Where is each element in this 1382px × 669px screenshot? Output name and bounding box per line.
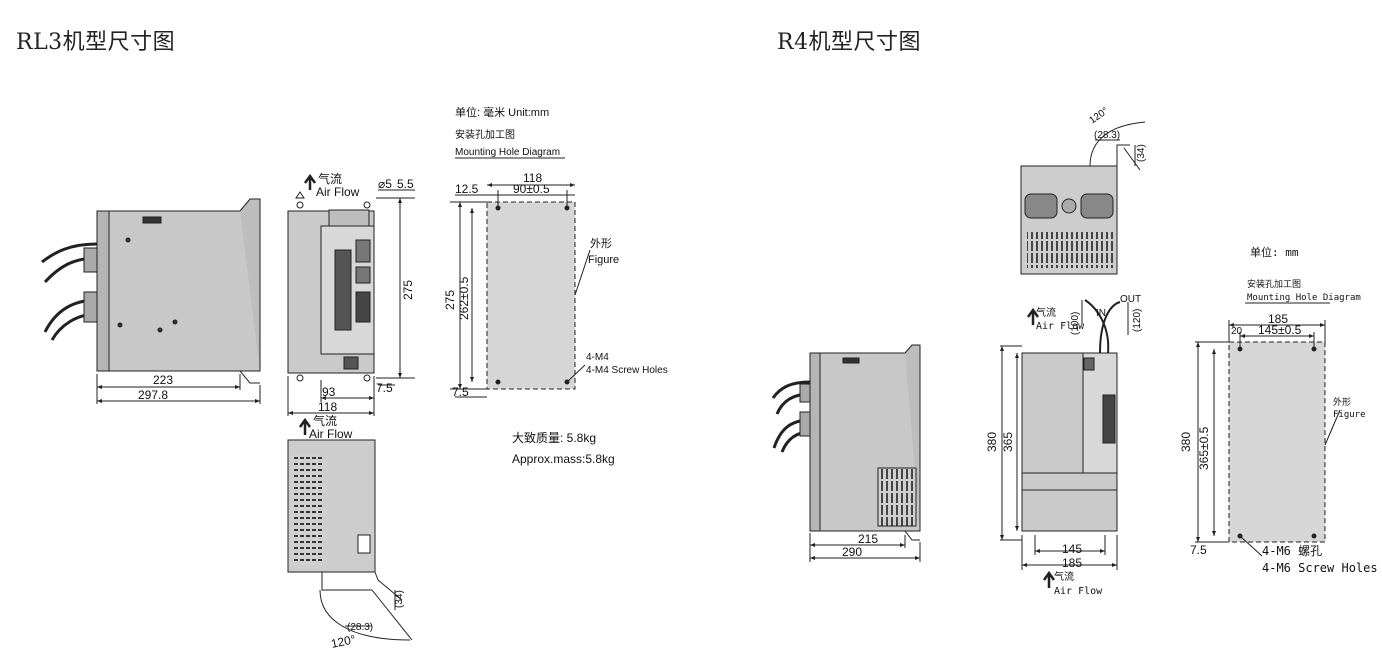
- r4-top-view: [1020, 121, 1146, 275]
- r4-side-view: [771, 344, 921, 562]
- rl3-airflow-arrow-icon: [303, 173, 317, 190]
- rl3-unit: 单位: 毫米 Unit:mm: [455, 105, 549, 119]
- r4-cable-in: (100): [1070, 312, 1081, 335]
- r4-side-total: 290: [842, 545, 862, 559]
- rl3-mount-bottom: 7.5: [452, 385, 469, 399]
- rl3-bottom-view: [287, 439, 413, 641]
- r4-airflow-en-2: Air Flow: [1054, 586, 1103, 597]
- rl3-cable-len: (28.3): [347, 622, 373, 633]
- rl3-cable-h: (34): [394, 590, 405, 608]
- rl3-hole-offset: 5.5: [397, 177, 414, 191]
- r4-front-pitch-v: 365: [1001, 432, 1015, 452]
- r4-top-cable: (28.3): [1094, 130, 1120, 141]
- r4-cable-out: (120): [1132, 309, 1143, 332]
- rl3-front-width: 93: [322, 385, 336, 399]
- rl3-figure-en: Figure: [588, 254, 619, 266]
- r4-side-depth: 215: [858, 532, 878, 546]
- rl3-mount-pitch-v: 262±0.5: [457, 276, 471, 320]
- r4-figure-cn: 外形: [1333, 396, 1351, 408]
- r4-front-height: 380: [985, 432, 999, 452]
- rl3-front-total: 118: [318, 400, 337, 414]
- r4-airflow-en: Air Flow: [1036, 321, 1085, 332]
- rl3-front-dimensions: [287, 189, 415, 416]
- r4-mount-height: 380: [1179, 432, 1193, 452]
- rl3-bottom-offset: 7.5: [376, 381, 393, 395]
- r4-top-h: (34): [1136, 144, 1147, 162]
- rl3-front-view: [287, 191, 375, 382]
- rl3-side-view: [41, 198, 261, 384]
- r4-airflow-arrow-icon: [1026, 307, 1040, 325]
- r4-mount-pitch-v: 365±0.5: [1197, 426, 1211, 470]
- rl3-mass-cn: 大致质量: 5.8kg: [512, 431, 596, 445]
- r4-mounting-en: Mounting Hole Diagram: [1247, 293, 1361, 303]
- r4-figure-en: Figure: [1333, 410, 1366, 420]
- rl3-mounting-en: Mounting Hole Diagram: [455, 147, 560, 158]
- r4-front-total: 185: [1062, 556, 1082, 570]
- r4-mount-width: 185: [1268, 312, 1288, 326]
- r4-mount-pitch: 145±0.5: [1258, 323, 1302, 337]
- r4-front-view: [1000, 299, 1129, 570]
- r4-angle: 120°: [1087, 106, 1110, 127]
- rl3-mass-en: Approx.mass:5.8kg: [512, 452, 615, 466]
- rl3-airflow-en-2: Air Flow: [309, 427, 353, 441]
- r4-airflow-cn-2: 气流: [1054, 570, 1074, 583]
- rl3-airflow-arrow-icon-2: [298, 417, 312, 435]
- r4-in-label: IN: [1096, 308, 1106, 319]
- rl3-side-depth: 223: [153, 373, 173, 387]
- r4-mounting-cn: 安装孔加工图: [1247, 278, 1301, 290]
- rl3-mount-height: 275: [443, 290, 457, 310]
- rl3-hole-dia: ⌀5: [378, 177, 392, 191]
- rl3-figure-cn: 外形: [590, 237, 612, 250]
- r4-airflow-cn: 气流: [1036, 306, 1056, 319]
- r4-out-label: OUT: [1120, 294, 1141, 305]
- rl3-mount-width: 118: [523, 171, 542, 185]
- rl3-mounting-cn: 安装孔加工图: [455, 128, 515, 141]
- r4-holes-en: 4-M6 Screw Holes: [1262, 561, 1378, 575]
- r4-front-inner: 145: [1062, 542, 1082, 556]
- rl3-front-height: 275: [401, 280, 415, 300]
- rl3-airflow-cn: 气流: [318, 171, 342, 186]
- r4-mounting-diagram: [1195, 302, 1341, 557]
- r4-airflow-arrow-icon-2: [1042, 570, 1056, 588]
- rl3-mount-left: 12.5: [455, 182, 479, 196]
- rl3-side-total: 297.8: [138, 388, 168, 402]
- rl3-side-dimensions: [96, 374, 261, 404]
- r4-holes-cn: 4-M6 螺孔: [1262, 544, 1322, 558]
- r4-mount-left: 20: [1231, 326, 1243, 337]
- rl3-angle: 120°: [330, 632, 357, 651]
- rl3-holes-cn: 4-M4: [586, 352, 609, 363]
- rl3-title: RL3机型尺寸图: [16, 30, 176, 55]
- rl3-airflow-cn-2: 气流: [313, 413, 337, 428]
- r4-title: R4机型尺寸图: [777, 30, 922, 55]
- rl3-airflow-en: Air Flow: [316, 185, 360, 199]
- rl3-mount-pitch: 90±0.5: [513, 182, 550, 196]
- rl3-holes-en: 4-M4 Screw Holes: [586, 365, 668, 376]
- rl3-mounting-diagram: [450, 157, 591, 398]
- r4-unit: 单位: mm: [1250, 245, 1299, 259]
- r4-mount-bottom: 7.5: [1190, 543, 1207, 557]
